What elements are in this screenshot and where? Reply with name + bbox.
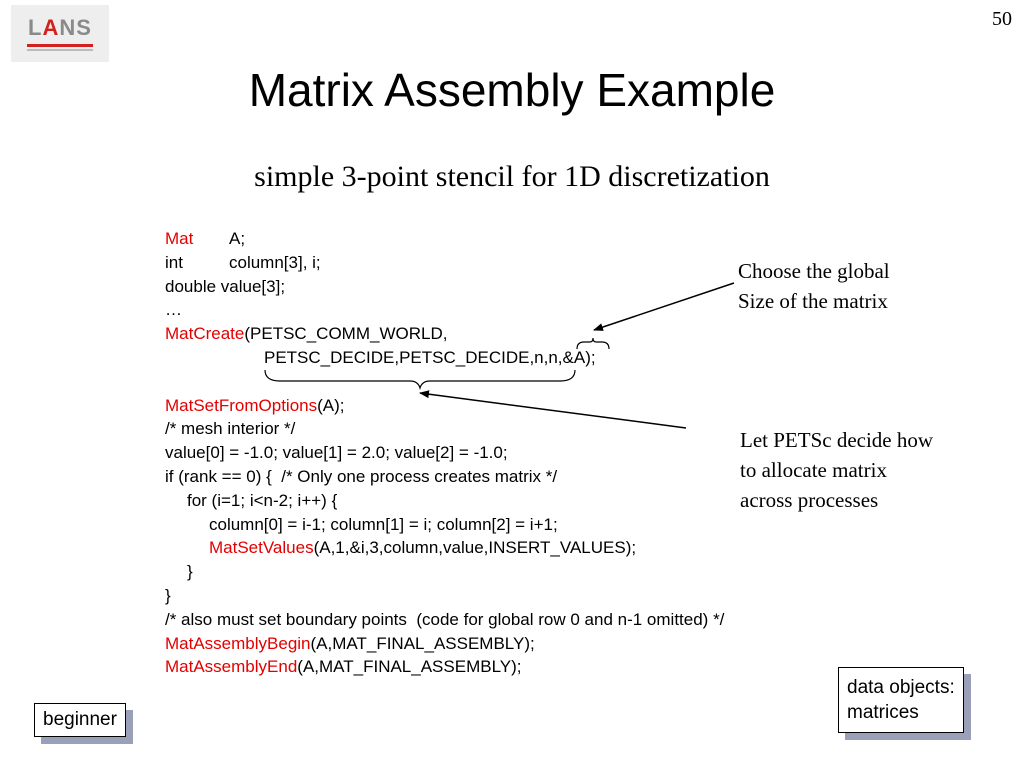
code-line-mat-decl: Mat A; [165,227,724,251]
code-var-column: column[3], i; [229,252,321,272]
code-type-int: int [165,252,183,272]
code-line-assemblybegin: MatAssemblyBegin(A,MAT_FINAL_ASSEMBLY); [165,632,724,656]
code-line-matcreate: MatCreate(PETSC_COMM_WORLD, [165,322,724,346]
code-type-mat: Mat [165,229,194,248]
logo-text-ns: NS [59,15,92,40]
code-fn-matassemblybegin: MatAssemblyBegin [165,633,311,653]
logo-grey-bar [27,49,93,51]
arrow-petsc-decide [419,390,687,429]
code-line-close-if: } [165,585,171,605]
code-line-ellipsis: … [165,300,182,320]
code-line-setfromoptions: MatSetFromOptions(A); [165,394,724,418]
code-args-matcreate: (PETSC_COMM_WORLD, [244,324,448,344]
callout-global-line1: Choose the global [738,259,890,283]
code-fn-matsetvalues: MatSetValues [209,538,314,558]
code-line-close-for: } [187,562,193,582]
code-line-matcreate-cont: PETSC_DECIDE,PETSC_DECIDE,n,n,&A); [264,347,596,367]
badge-beginner-label: beginner [43,709,117,730]
badge-data-line1: data objects: [847,677,955,698]
code-args-assemblybegin: (A,MAT_FINAL_ASSEMBLY); [310,633,535,653]
code-line-comment-boundary: /* also must set boundary points (code f… [165,609,725,629]
callout-decide-line1: Let PETSc decide how [740,428,934,452]
page-number: 50 [992,8,1012,30]
code-args-setvalues: (A,1,&i,3,column,value,INSERT_VALUES); [313,538,637,558]
code-line-setvalues: MatSetValues(A,1,&i,3,column,value,INSER… [165,536,724,560]
code-line-double-decl: double value[3]; [165,276,286,296]
callout-global-line2: Size of the matrix [738,289,888,313]
code-line-values: value[0] = -1.0; value[1] = 2.0; value[2… [165,443,508,463]
brace-petsc-decide [264,369,576,391]
callout-global-size: Choose the global Size of the matrix [738,256,890,316]
code-line-comment-mesh: /* mesh interior */ [165,419,296,439]
callout-petsc-decide: Let PETSc decide how to allocate matrix … [740,425,933,515]
slide-subtitle: simple 3-point stencil for 1D discretiza… [254,160,770,193]
badge-data-objects: data objects: matrices [838,667,964,733]
code-var-a: A; [229,229,246,248]
callout-decide-line3: across processes [740,488,879,512]
badge-beginner: beginner [34,703,126,737]
lans-logo: LANS [11,5,109,62]
logo-red-bar [27,44,93,47]
slide-title: Matrix Assembly Example [248,64,776,116]
callout-decide-line2: to allocate matrix [740,458,887,482]
code-line-for: for (i=1; i<n-2; i++) { [187,490,338,510]
code-line-column: column[0] = i-1; column[1] = i; column[2… [209,514,558,534]
code-args-setfromoptions: (A); [317,395,345,415]
code-fn-matcreate: MatCreate [165,324,245,344]
code-line-int-decl: int column[3], i; [165,251,724,275]
code-args-assemblyend: (A,MAT_FINAL_ASSEMBLY); [297,657,522,677]
logo-text-a: A [42,15,60,40]
logo-text: LANS [11,15,109,41]
code-line-assemblyend: MatAssemblyEnd(A,MAT_FINAL_ASSEMBLY); [165,655,724,679]
code-line-if: if (rank == 0) { /* Only one process cre… [165,466,558,486]
code-fn-matsetfromoptions: MatSetFromOptions [165,395,318,415]
arrow-global-size [593,282,735,331]
badge-data-line2: matrices [847,702,919,723]
brace-n-n [576,337,610,350]
logo-text-l: L [28,15,43,40]
code-fn-matassemblyend: MatAssemblyEnd [165,657,298,677]
